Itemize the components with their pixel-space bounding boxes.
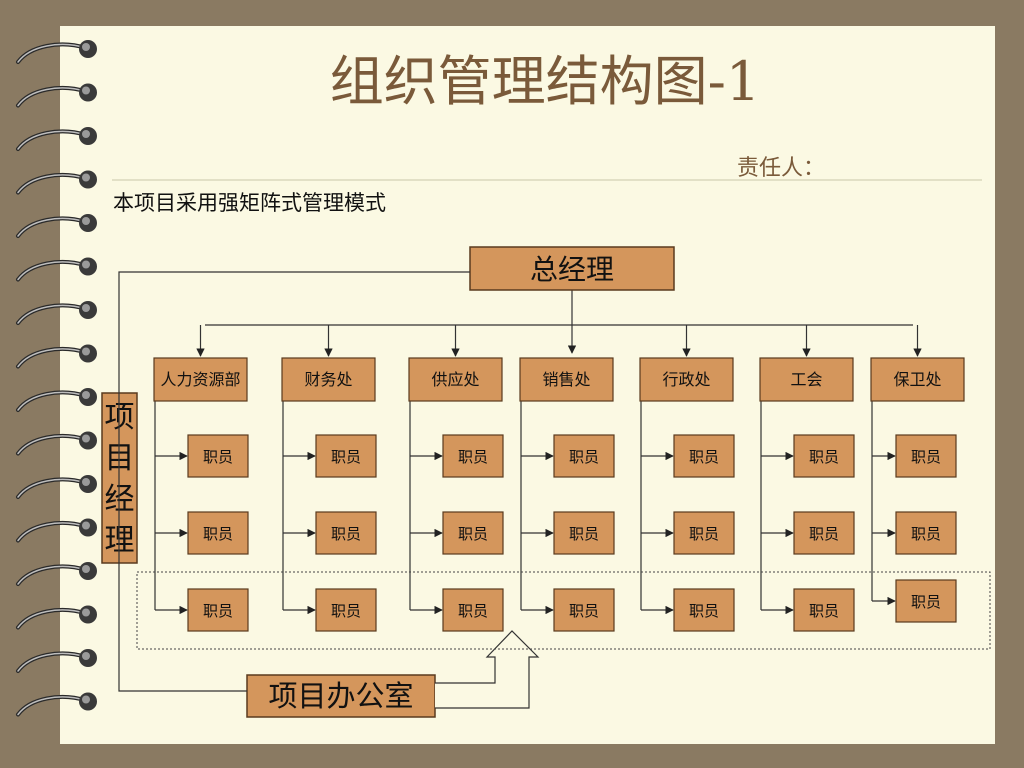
- staff-box: [187, 588, 249, 632]
- staff-label: 职员: [569, 602, 599, 620]
- staff-box: [793, 511, 855, 555]
- spiral-binding: [16, 40, 97, 717]
- staff-label: 职员: [689, 448, 719, 466]
- department-box: [639, 357, 734, 402]
- responsible-label: 责任人：: [737, 156, 825, 181]
- project-team-boundary: [136, 571, 991, 650]
- staff-box: [793, 588, 855, 632]
- staff-label: 职员: [331, 602, 361, 620]
- department-box: [408, 357, 503, 402]
- department-label: 保卫处: [893, 370, 941, 389]
- staff-box: [315, 588, 377, 632]
- staff-box: [673, 511, 735, 555]
- office-to-gm-line: [118, 271, 470, 692]
- staff-box: [895, 579, 957, 623]
- project-office-label: 项目办公室: [268, 679, 413, 713]
- staff-label: 职员: [911, 525, 941, 543]
- staff-box: [673, 434, 735, 478]
- connector-lines: [154, 290, 922, 615]
- staff-label: 职员: [569, 448, 599, 466]
- staff-label: 职员: [911, 593, 941, 611]
- staff-box: [442, 434, 504, 478]
- staff-label: 职员: [203, 602, 233, 620]
- department-label: 供应处: [431, 370, 479, 389]
- org-nodes: 人力资源部职员职员职员财务处职员职员职员供应处职员职员职员销售处职员职员职员行政…: [153, 357, 965, 632]
- department-box: [519, 357, 614, 402]
- staff-label: 职员: [689, 602, 719, 620]
- staff-box: [442, 511, 504, 555]
- project-office-box: [246, 674, 436, 718]
- department-label: 财务处: [304, 370, 352, 389]
- staff-label: 职员: [203, 448, 233, 466]
- department-box: [759, 357, 854, 402]
- department-box: [870, 357, 965, 402]
- staff-box: [553, 511, 615, 555]
- staff-label: 职员: [809, 602, 839, 620]
- staff-box: [187, 434, 249, 478]
- staff-box: [553, 434, 615, 478]
- staff-box: [187, 511, 249, 555]
- staff-label: 职员: [331, 525, 361, 543]
- department-box: [153, 357, 248, 402]
- general-manager-node: 总经理: [469, 246, 675, 291]
- staff-label: 职员: [569, 525, 599, 543]
- project-office-node: 项目办公室: [246, 674, 436, 718]
- staff-label: 职员: [458, 448, 488, 466]
- staff-box: [793, 434, 855, 478]
- staff-label: 职员: [458, 602, 488, 620]
- general-manager-label: 总经理: [530, 253, 614, 286]
- staff-box: [442, 588, 504, 632]
- staff-label: 职员: [911, 448, 941, 466]
- staff-label: 职员: [331, 448, 361, 466]
- department-label: 行政处: [662, 370, 710, 389]
- staff-label: 职员: [458, 525, 488, 543]
- page-title: 组织管理结构图-1: [330, 50, 761, 113]
- department-label: 工会: [790, 370, 822, 389]
- staff-label: 职员: [809, 448, 839, 466]
- hollow-arrow-icon: [435, 630, 540, 709]
- staff-box: [895, 511, 957, 555]
- staff-box: [673, 588, 735, 632]
- general-manager-box: [469, 246, 675, 291]
- staff-box: [315, 434, 377, 478]
- department-label: 人力资源部: [160, 370, 240, 389]
- staff-label: 职员: [689, 525, 719, 543]
- staff-box: [895, 434, 957, 478]
- department-label: 销售处: [542, 370, 590, 389]
- department-box: [281, 357, 376, 402]
- staff-label: 职员: [809, 525, 839, 543]
- staff-box: [553, 588, 615, 632]
- staff-label: 职员: [203, 525, 233, 543]
- subtitle: 本项目采用强矩阵式管理模式: [113, 191, 386, 215]
- staff-box: [315, 511, 377, 555]
